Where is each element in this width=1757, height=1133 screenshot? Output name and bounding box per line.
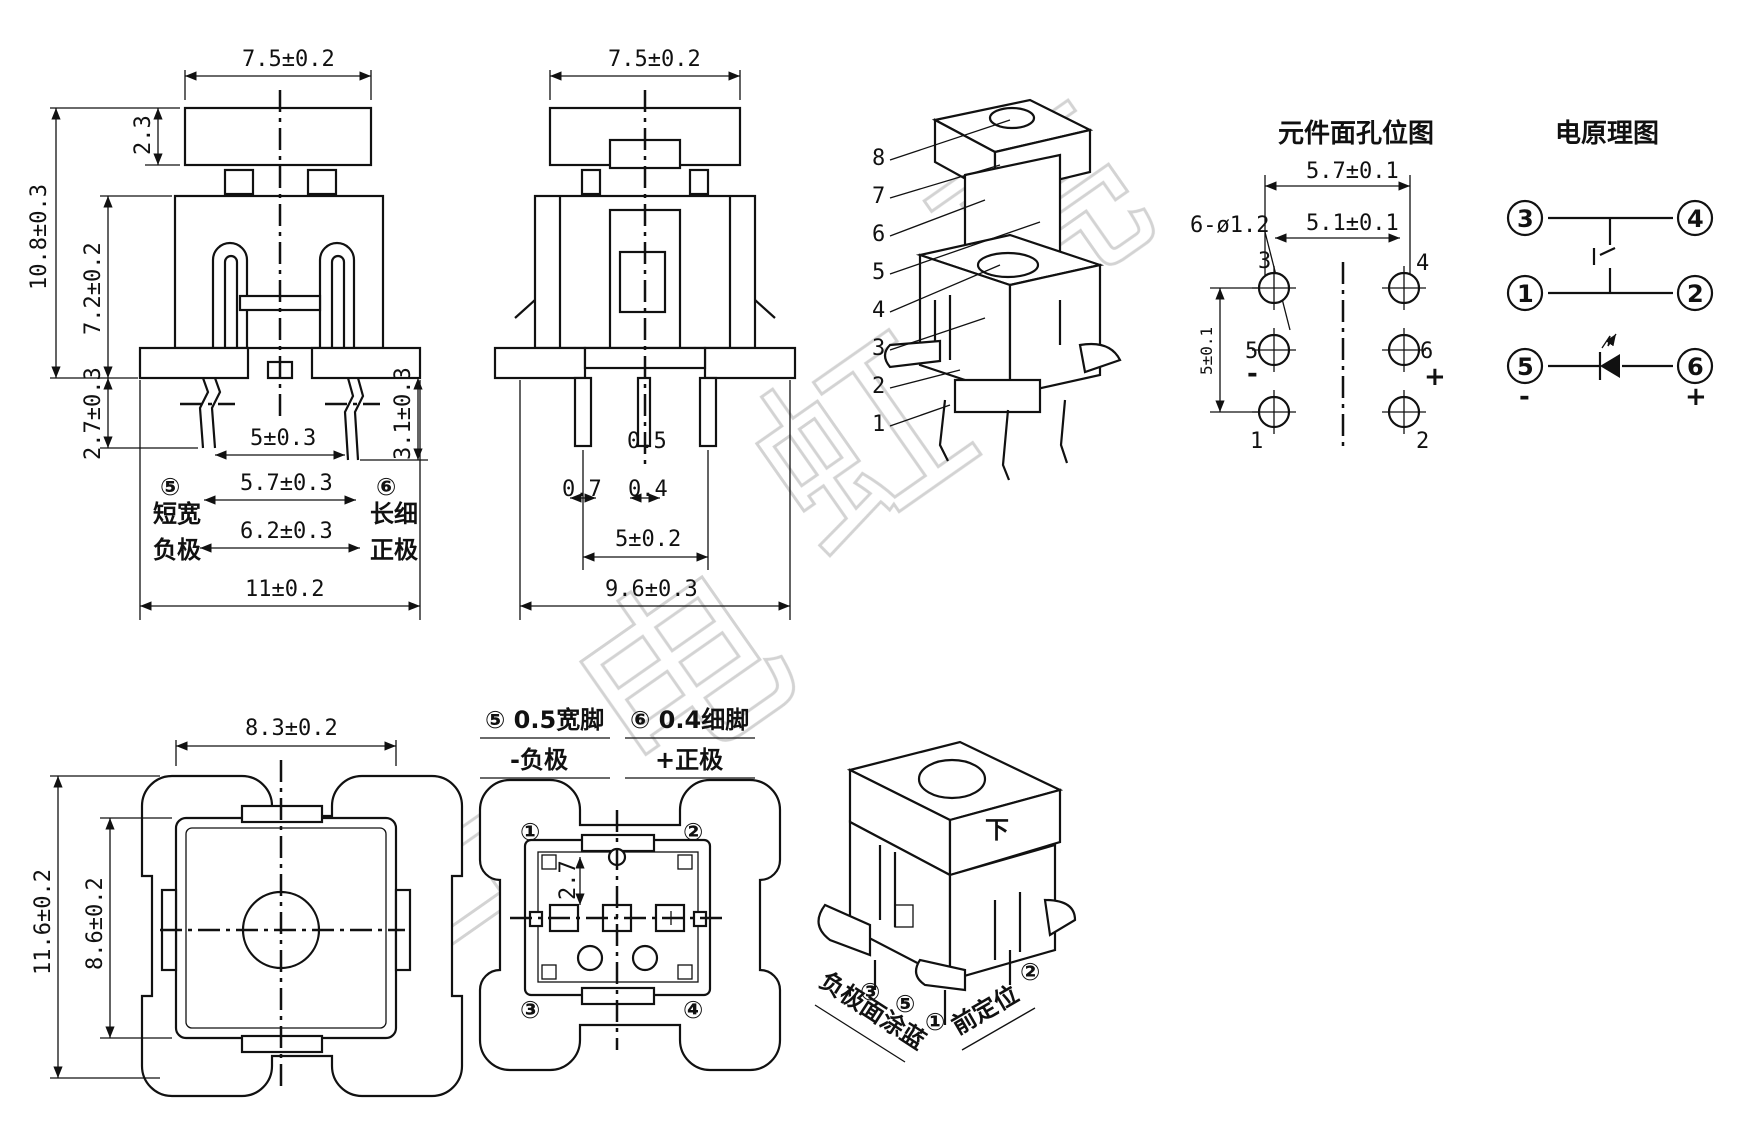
hole-label-2: 2 bbox=[1416, 429, 1429, 454]
callout-2: 2 bbox=[872, 374, 885, 399]
hole-label-1: 1 bbox=[1250, 429, 1263, 454]
bottom-pin6-polarity: +正极 bbox=[655, 746, 723, 774]
front-pin-spacing-outer: 6.2±0.3 bbox=[240, 519, 333, 544]
exploded-view: 8 7 6 5 4 3 2 1 bbox=[872, 98, 1122, 481]
front-cap-height-label: 2.3 bbox=[131, 115, 156, 155]
bottom-pin6-label: ⑥ 0.4细脚 bbox=[630, 706, 749, 734]
pin6-desc-2: 正极 bbox=[370, 536, 418, 564]
pin6-desc-1: 长细 bbox=[370, 500, 418, 528]
hole-outer-spacing: 5.7±0.1 bbox=[1306, 159, 1399, 184]
hole-vertical-spacing: 5±0.1 bbox=[1197, 327, 1216, 375]
front-total-height-label: 10.8±0.3 bbox=[27, 184, 52, 290]
hole-layout: 元件面孔位图 5.7±0.1 5.1±0.1 6-ø1.2 3 4 5 6 1 … bbox=[1190, 118, 1446, 454]
callout-6: 6 bbox=[872, 222, 885, 247]
hole-label-5: 5 bbox=[1245, 339, 1258, 364]
schematic-terminal-2 bbox=[1676, 274, 1714, 312]
front-top-width-label: 7.5±0.2 bbox=[242, 47, 335, 72]
callout-3: 3 bbox=[872, 336, 885, 361]
exploded-callouts: 8 7 6 5 4 3 2 1 bbox=[872, 119, 1041, 437]
schematic-label-5: 5 bbox=[1517, 353, 1534, 381]
iso-num-2: ② bbox=[1020, 958, 1040, 986]
bottom-corner-4: ④ bbox=[683, 996, 703, 1024]
front-pin-spacing-mid: 5.7±0.3 bbox=[240, 471, 333, 496]
schematic-terminal-5 bbox=[1506, 347, 1544, 385]
callout-5: 5 bbox=[872, 260, 885, 285]
schematic-label-2: 2 bbox=[1687, 280, 1704, 308]
iso-num-1: ① bbox=[925, 1008, 945, 1036]
hole-inner-spacing: 5.1±0.1 bbox=[1306, 211, 1399, 236]
schematic-label-4: 4 bbox=[1687, 205, 1704, 233]
bottom-corner-3: ③ bbox=[520, 996, 540, 1024]
schematic-terminal-1 bbox=[1506, 274, 1544, 312]
iso-num-3: ③ bbox=[860, 978, 880, 1006]
schematic-terminal-4 bbox=[1676, 199, 1714, 237]
bottom-pin5-label: ⑤ 0.5宽脚 bbox=[485, 706, 604, 734]
bottom-offset-label: 2.7 bbox=[556, 860, 581, 900]
watermark-char-3: 电 bbox=[534, 524, 831, 830]
side-view: 7.5±0.2 0.5 0.7 0.4 5±0.2 9.6±0.3 bbox=[493, 47, 797, 620]
hole-label-4: 4 bbox=[1416, 251, 1429, 276]
front-view: 7.5±0.2 2.3 10.8±0.3 7.2±0.2 2.7±0.3 3.1… bbox=[27, 47, 428, 620]
iso-view: 下 ③ ⑤ ① ② 负极面涂蓝 前定位 bbox=[814, 740, 1077, 1063]
side-pin-pitch: 5±0.2 bbox=[615, 527, 681, 552]
schematic-label-6: 6 bbox=[1687, 353, 1704, 381]
side-top-width-label: 7.5±0.2 bbox=[608, 47, 701, 72]
pin6-mark: ⑥ bbox=[376, 473, 396, 501]
hole-plus: + bbox=[1424, 362, 1446, 392]
callout-7: 7 bbox=[872, 184, 885, 209]
schematic-title: 电原理图 bbox=[1555, 119, 1659, 149]
top-inner-height-label: 8.6±0.2 bbox=[83, 877, 108, 970]
callout-4: 4 bbox=[872, 298, 885, 323]
side-pin-thick-c: 0.4 bbox=[628, 477, 668, 502]
schematic: 电原理图 3 4 1 2 5 6 - + bbox=[1506, 119, 1714, 412]
bottom-view: ⑤ 0.5宽脚 -负极 ⑥ 0.4细脚 +正极 2.7 ① ② ③ ④ bbox=[478, 706, 782, 1072]
front-pin-left-label: 2.7±0.3 bbox=[81, 367, 106, 460]
side-pin-thick-a: 0.5 bbox=[627, 429, 667, 454]
bottom-pin5-polarity: -负极 bbox=[510, 746, 568, 774]
callout-8: 8 bbox=[872, 146, 885, 171]
pin5-desc-2: 负极 bbox=[153, 536, 201, 564]
hole-layout-title: 元件面孔位图 bbox=[1278, 118, 1434, 149]
hole-spec: 6-ø1.2 bbox=[1190, 213, 1269, 238]
iso-num-5: ⑤ bbox=[895, 990, 915, 1018]
front-body-height-label: 7.2±0.2 bbox=[81, 242, 106, 335]
callout-1: 1 bbox=[872, 412, 885, 437]
front-base-width-label: 11±0.2 bbox=[245, 577, 324, 602]
schematic-minus: - bbox=[1519, 382, 1530, 412]
bottom-corner-2: ② bbox=[683, 818, 703, 846]
watermark: 亮 虹 电 子 bbox=[362, 62, 1192, 1051]
hole-label-3: 3 bbox=[1258, 249, 1271, 274]
hole-label-6: 6 bbox=[1420, 339, 1433, 364]
side-base-width-label: 9.6±0.3 bbox=[605, 577, 698, 602]
schematic-terminal-3 bbox=[1506, 199, 1544, 237]
schematic-label-1: 1 bbox=[1517, 280, 1534, 308]
top-view: 8.3±0.2 11.6±0.2 8.6±0.2 bbox=[31, 716, 464, 1098]
schematic-plus: + bbox=[1685, 382, 1707, 412]
pin5-desc-1: 短宽 bbox=[153, 500, 201, 528]
pin5-mark: ⑤ bbox=[160, 473, 180, 501]
hole-minus: - bbox=[1247, 359, 1258, 389]
iso-mark: 下 bbox=[985, 816, 1009, 844]
top-outer-height-label: 11.6±0.2 bbox=[31, 869, 56, 975]
schematic-terminal-6 bbox=[1676, 347, 1714, 385]
side-pin-thick-b: 0.7 bbox=[562, 477, 602, 502]
front-pin-right-label: 3.1±0.3 bbox=[391, 367, 416, 460]
schematic-label-3: 3 bbox=[1517, 205, 1534, 233]
top-width-label: 8.3±0.2 bbox=[245, 716, 338, 741]
bottom-corner-1: ① bbox=[520, 818, 540, 846]
front-pin-spacing-inner: 5±0.3 bbox=[250, 426, 316, 451]
